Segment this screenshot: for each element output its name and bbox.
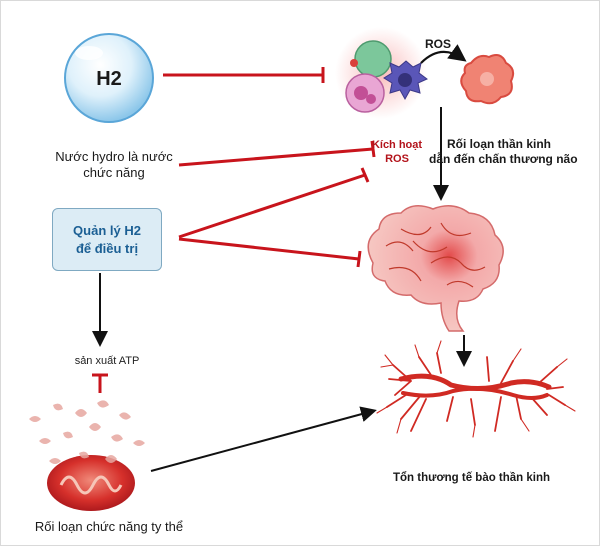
management-line2: để điều trị (75, 240, 139, 256)
inhibit-line-box-ros (178, 173, 366, 239)
ros-label: ROS (425, 37, 451, 51)
ros-arrow (420, 44, 467, 64)
inhibit-line-box-brain (178, 237, 360, 261)
h2-caption-line2: chức năng (83, 165, 145, 181)
neuro-disorder-line1: Rối loạn thần kinh (447, 137, 551, 151)
inhibition-lines (92, 67, 376, 393)
flow-arrows (92, 107, 472, 472)
h2-caption-line1: Nước hydro là nước (55, 149, 173, 164)
neuron-tissue-icon (376, 340, 576, 438)
neuron-damage-label: Tổn thương tế bào thần kinh (393, 472, 551, 484)
management-line1: Quản lý H2 (73, 222, 141, 238)
arrow-mito-to-neuron (150, 406, 377, 472)
neuro-disorder-label: Rối loạn thần kinh dẫn đến chấn thương n… (429, 137, 599, 167)
h2-management-box: Quản lý H2 để điều trị (52, 208, 162, 271)
ros-activation-label: Kích hoạt ROS (367, 139, 427, 167)
mitochondrion-icon (29, 400, 145, 511)
h2-water-caption: Nước hydro là nước chức năng (39, 149, 189, 182)
brain-icon (367, 205, 504, 332)
immune-cells-icon (335, 27, 428, 119)
ros-activation-line1: Kích hoạt (371, 139, 423, 151)
atp-production-label: sản xuất ATP (74, 355, 140, 367)
inhibit-line-h2-ros (178, 147, 374, 167)
ros-activation-line2: ROS (385, 152, 409, 165)
h2-symbol: H2 (96, 68, 122, 90)
h2-bubble-icon: H2 (64, 33, 154, 123)
neuro-disorder-line2: dẫn đến chấn thương não (429, 152, 578, 166)
mito-dysfunction-label: Rối loạn chức năng ty thể (34, 519, 184, 534)
damaged-cell-icon (460, 54, 515, 105)
